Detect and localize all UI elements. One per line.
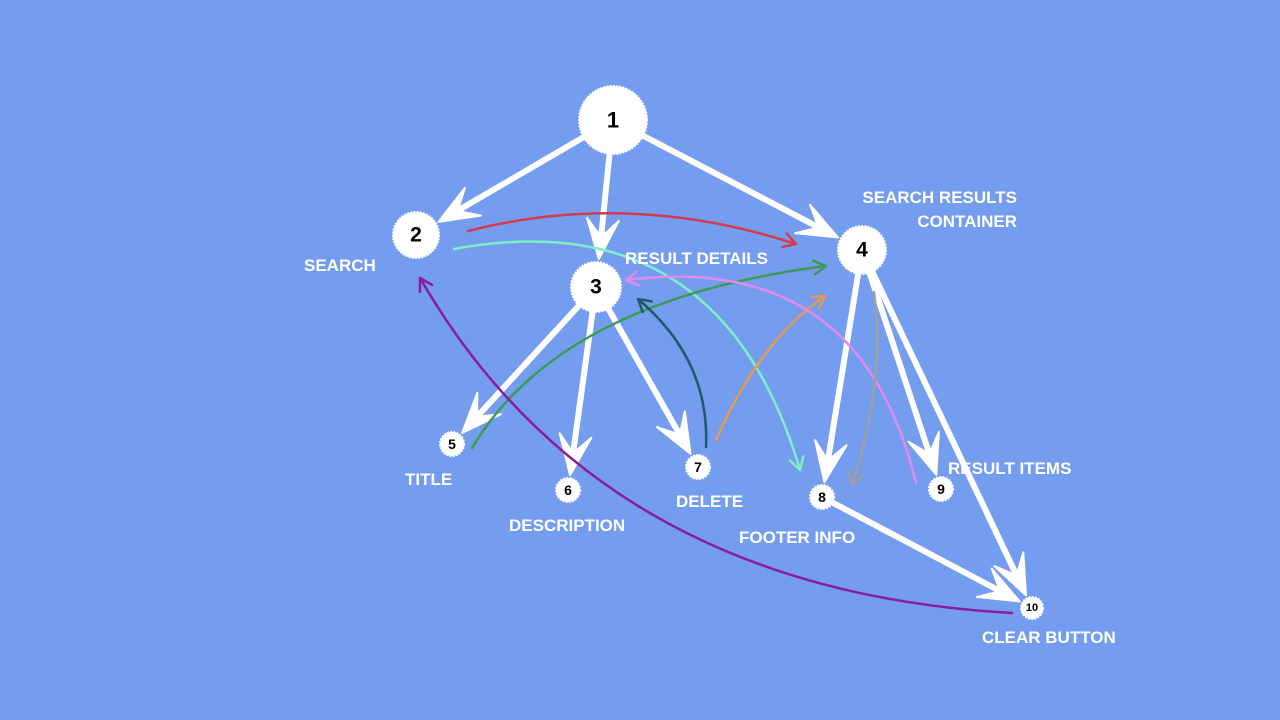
flow-arrowhead-7-4 [809,294,827,310]
edge-4-10 [869,268,1021,581]
edge-3-5 [472,302,583,422]
node-7: 7 [685,454,711,480]
node-number: 3 [590,276,602,299]
node-circle [555,477,581,503]
arrowhead-8-10 [975,567,1021,603]
hierarchy-edges [437,132,1027,603]
edge-1-3 [597,150,613,243]
node-circle [439,431,465,457]
arrowhead-3-5 [461,391,502,434]
arrowhead-1-4 [794,203,840,239]
arrowhead-1-2 [437,186,483,223]
flow-edge-2-8 [452,240,802,472]
flow-edge-7-4 [714,294,827,442]
edge-3-6 [569,308,596,459]
node-caption-10: CLEAR BUTTON [982,628,1116,647]
node-circle [837,225,887,275]
node-circle [392,211,440,259]
node-1: 1 [578,85,648,155]
node-caption-8: FOOTER INFO [739,528,855,547]
node-number: 6 [564,482,572,498]
flow-arrowhead-2-8 [788,455,805,472]
node-10: 10 [1020,596,1044,620]
flow-edge-9-3 [624,275,918,485]
node-circle [685,454,711,480]
node-circle [570,261,622,313]
node-circle [928,476,954,502]
node-9: 9 [928,476,954,502]
flow-arrowhead-5-4 [811,259,828,276]
node-4: 4 [837,225,887,275]
node-number: 5 [448,436,456,452]
arrowhead-4-9 [907,430,940,476]
flow-edge-4-8 [850,290,879,487]
node-number: 9 [937,481,945,497]
node-2: 2 [392,211,440,259]
arrowhead-1-3 [585,216,620,261]
edge-4-8 [824,270,862,466]
flow-edge-10-2 [418,276,1014,615]
node-caption-9: RESULT ITEMS [948,459,1071,478]
node-number: 7 [694,459,702,475]
edge-1-4 [640,132,824,232]
arrowhead-3-7 [655,410,692,455]
arrowhead-3-6 [558,432,593,477]
node-number: 1 [607,108,619,133]
node-circle [809,484,835,510]
flow-arrowhead-9-3 [624,270,641,287]
node-3: 3 [570,261,622,313]
flow-arrowhead-4-8 [847,470,864,487]
flow-edges [418,212,1014,615]
node-number: 10 [1026,602,1038,614]
arrowhead-4-8 [813,439,848,484]
node-circle [1020,596,1044,620]
node-caption-7: DELETE [676,492,743,511]
flow-edge-2-4 [466,212,798,246]
node-caption-3: RESULT DETAILS [625,249,768,268]
node-number: 8 [818,489,826,505]
flow-edge-5-4 [470,264,828,450]
nodes: 1 2 3 4 5 6 7 8 9 10 [392,85,1044,620]
node-number: 4 [856,239,868,262]
node-6: 6 [555,477,581,503]
node-caption-5: TITLE [405,470,452,489]
edge-4-9 [866,269,934,459]
edge-8-10 [829,499,1005,596]
node-8: 8 [809,484,835,510]
node-number: 2 [410,224,422,247]
arrowhead-4-10 [993,551,1027,597]
flow-arrowhead-10-2 [418,276,434,294]
edge-1-2 [452,134,587,215]
node-caption-6: DESCRIPTION [509,516,625,535]
node-5: 5 [439,431,465,457]
edge-3-7 [605,305,684,440]
flow-arrowhead-7-3 [636,297,653,314]
flow-arrowhead-2-4 [781,232,798,249]
flow-edge-7-3 [636,297,708,449]
node-caption-2: SEARCH [304,256,376,275]
node-circle [578,85,648,155]
